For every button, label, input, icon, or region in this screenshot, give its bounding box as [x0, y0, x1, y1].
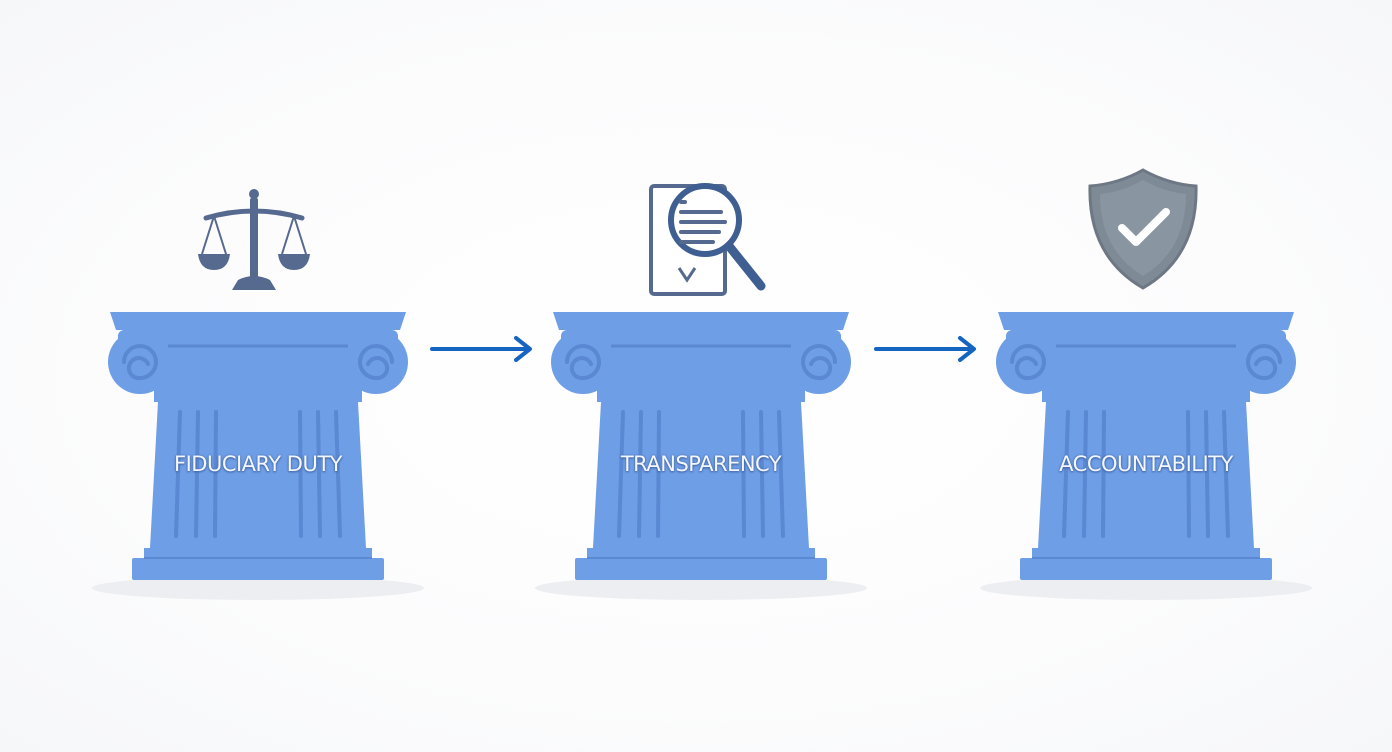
pillar-transparency: TRANSPARENCY: [531, 0, 871, 752]
pillar-label: ACCOUNTABILITY: [1059, 452, 1233, 476]
pillar-fiduciary-duty: FIDUCIARY DUTY: [88, 0, 428, 752]
scales-of-justice-icon: [198, 189, 310, 290]
shield-check-icon: [1088, 168, 1198, 290]
pillar-column: [92, 312, 424, 600]
pillar-accountability: ACCOUNTABILITY: [976, 0, 1316, 752]
pillar-column: [980, 312, 1312, 600]
pillar-label: FIDUCIARY DUTY: [174, 452, 342, 476]
pillar-column: [535, 312, 867, 600]
pillar-label: TRANSPARENCY: [620, 452, 782, 476]
arrow-right-icon: [430, 336, 532, 362]
document-magnifier-icon: [649, 183, 766, 296]
arrow-right-icon: [874, 336, 976, 362]
